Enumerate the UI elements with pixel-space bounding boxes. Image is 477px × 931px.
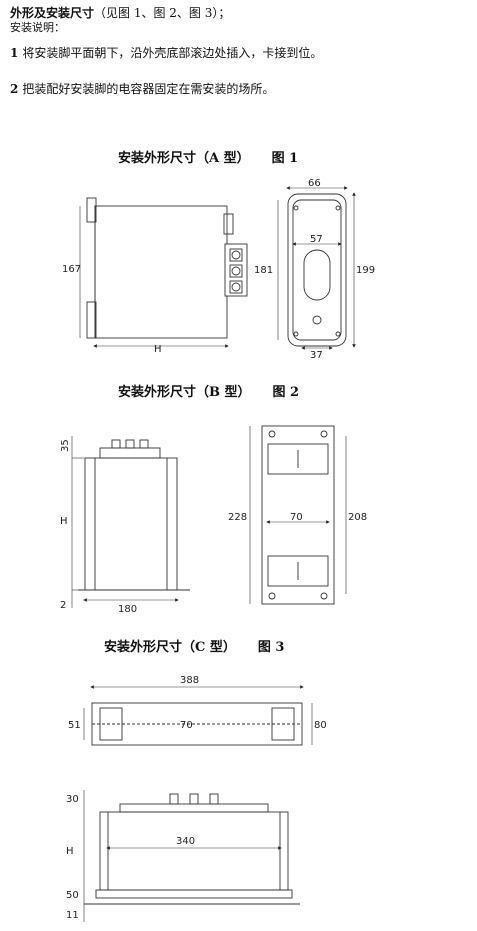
figure-1-title: 安装外形尺寸（A 型） 图 1 xyxy=(118,147,298,166)
figure-2-front-view xyxy=(261,425,335,605)
dim-c-body: H xyxy=(66,846,74,857)
dim-c-bottom: 50 xyxy=(66,890,79,901)
figure-3-caption: 安装外形尺寸（C 型） xyxy=(104,640,236,655)
figure-1-front-view xyxy=(287,193,347,347)
figure-3-number: 图 3 xyxy=(257,640,285,655)
step-text: 将安装脚平面朝下，沿外壳底部滚边处插入，卡接到位。 xyxy=(22,46,323,60)
figure-2-title: 安装外形尺寸（B 型） 图 2 xyxy=(118,381,299,400)
figure-1-side-dimensions xyxy=(79,206,229,348)
figure-2-front-dimensions xyxy=(249,426,347,604)
figure-2-side-view xyxy=(78,439,190,591)
dim-b-body: H xyxy=(60,516,68,527)
section-heading: 外形及安装尺寸（见图 1、图 2、图 3）； xyxy=(10,4,230,21)
dim-c-top: 30 xyxy=(66,794,79,805)
install-note-label: 安装说明： xyxy=(10,21,65,34)
dim-c-inner-length: 340 xyxy=(176,836,195,847)
dim-top-width: 66 xyxy=(308,178,321,189)
section-ref: （见图 1、图 2、图 3）； xyxy=(94,6,231,20)
dim-b-top: 35 xyxy=(60,439,71,452)
dim-total-height: 181 xyxy=(254,265,273,276)
dim-front-height: 199 xyxy=(356,265,375,276)
dim-bottom-width: 37 xyxy=(310,350,323,361)
dim-inner-width: 57 xyxy=(310,234,323,245)
dim-b-width: 180 xyxy=(118,604,137,615)
figure-3-title: 安装外形尺寸（C 型） 图 3 xyxy=(104,636,284,655)
figure-3-top-view xyxy=(91,702,303,746)
figure-3-side-view xyxy=(84,793,300,905)
dim-c-depth-left: 51 xyxy=(68,720,81,731)
step-number: 1 xyxy=(10,46,19,60)
figure-2-caption: 安装外形尺寸（B 型） xyxy=(118,385,251,400)
dim-b-left-height: 228 xyxy=(228,512,247,523)
figure-3-top-dimensions xyxy=(83,685,313,745)
figure-1-caption: 安装外形尺寸（A 型） xyxy=(118,151,250,166)
figure-1-number: 图 1 xyxy=(271,151,299,166)
step-number: 2 xyxy=(10,82,19,96)
dim-side-height: 167 xyxy=(62,264,81,275)
dim-b-right-height: 208 xyxy=(348,512,367,523)
dim-b-inner-width: 70 xyxy=(290,512,303,523)
dim-c-feet: 11 xyxy=(66,910,79,921)
figure-3-side-dimensions xyxy=(83,790,282,922)
dim-c-inner: 70 xyxy=(180,720,193,731)
dim-side-width: H xyxy=(154,344,162,355)
dim-c-total-width: 388 xyxy=(180,675,199,686)
figure-1-side-view xyxy=(86,197,248,339)
figure-1-front-dimensions xyxy=(277,186,356,350)
dim-c-depth-right: 80 xyxy=(314,720,327,731)
section-title: 外形及安装尺寸 xyxy=(10,6,95,20)
dim-b-bottom: 2 xyxy=(60,600,66,611)
step-text: 把装配好安装脚的电容器固定在需安装的场所。 xyxy=(22,82,275,96)
figure-2-side-dimensions xyxy=(71,436,179,608)
figure-2-number: 图 2 xyxy=(272,385,300,400)
